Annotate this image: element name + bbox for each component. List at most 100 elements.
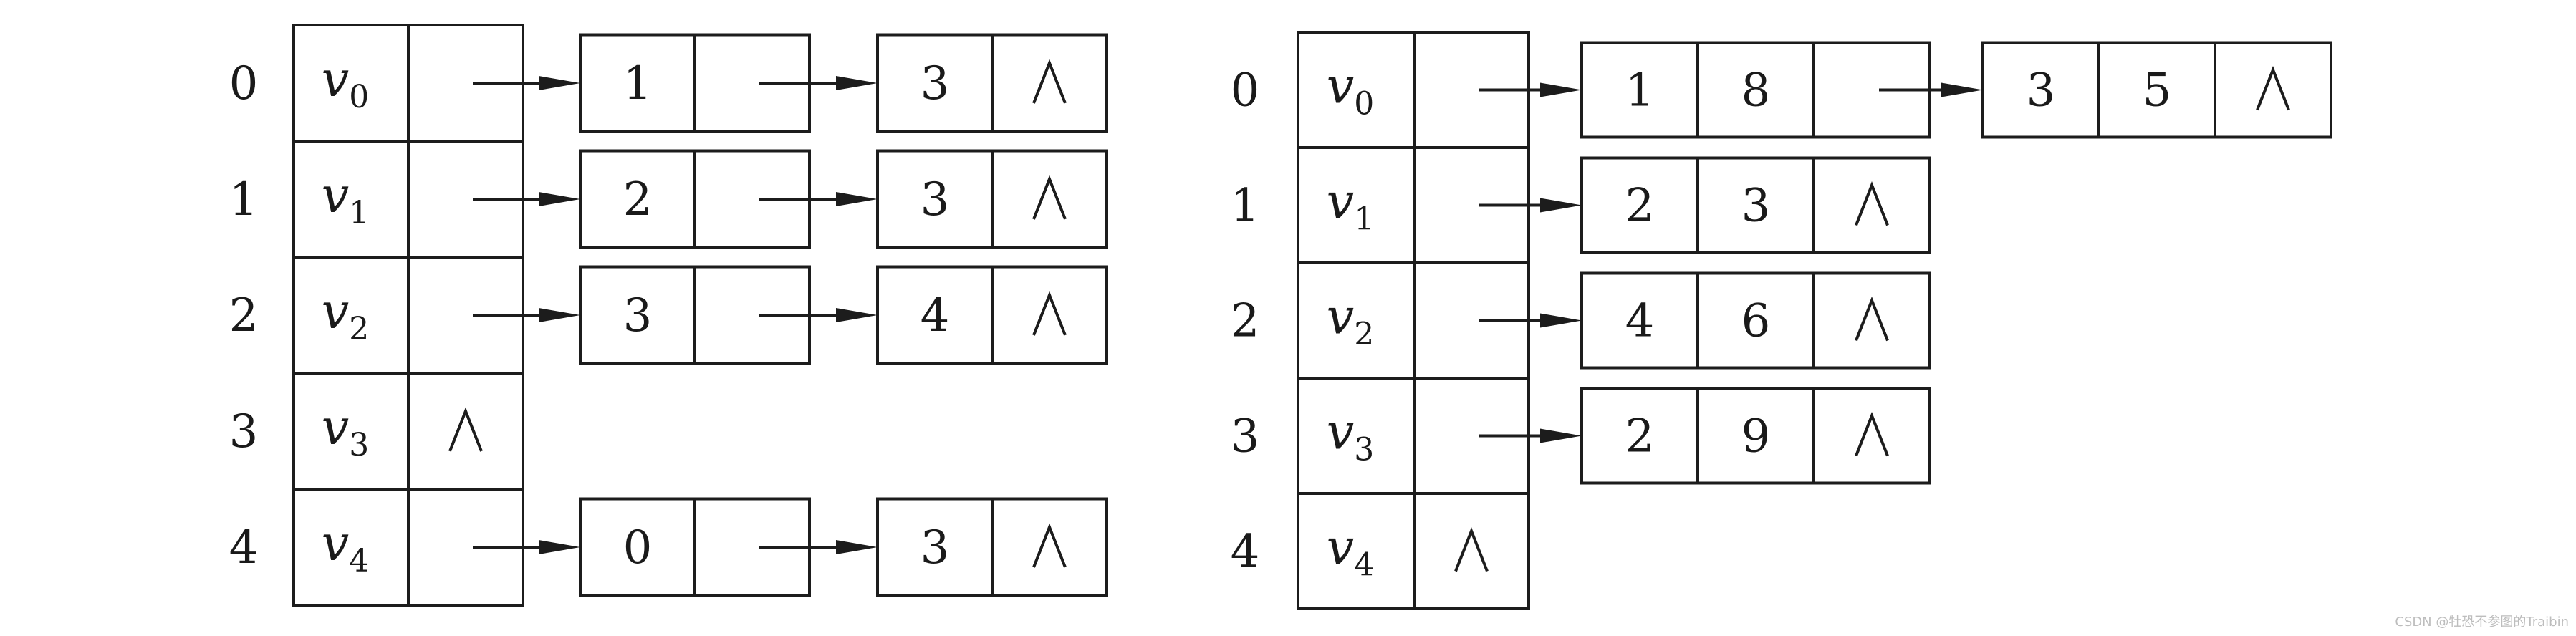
adjvex-value: 2 — [1625, 180, 1655, 233]
vertex-label: v3 — [322, 400, 369, 463]
null-pointer-icon — [1855, 181, 1889, 226]
vertex-label: v1 — [322, 168, 369, 231]
pointer-arrow — [1479, 82, 1582, 97]
vertex-label: v1 — [1327, 174, 1374, 238]
weight-cell — [1696, 387, 1815, 485]
null-pointer-icon — [2256, 66, 2290, 111]
next-pointer-cell — [991, 33, 1108, 133]
adjvex-value: 3 — [921, 173, 950, 226]
weight-value: 6 — [1741, 295, 1771, 348]
edge-node: 3 — [876, 497, 1108, 597]
vertex-label: v2 — [322, 284, 369, 347]
adjvex-cell — [876, 149, 994, 249]
weight-value: 3 — [1741, 180, 1771, 233]
first-edge-pointer-cell — [1413, 492, 1530, 610]
vertex-cell — [292, 24, 410, 143]
weight-value: 8 — [1741, 64, 1771, 117]
adjvex-cell — [876, 497, 994, 597]
next-pointer-cell — [1812, 387, 1931, 485]
adjvex-cell — [579, 149, 696, 249]
vertex-label: v3 — [1327, 405, 1374, 468]
next-pointer-cell — [991, 265, 1108, 365]
pointer-arrow — [473, 76, 580, 90]
null-pointer-icon — [1032, 59, 1067, 104]
adjvex-cell — [579, 265, 696, 365]
adjvex-cell — [1580, 271, 1699, 370]
vertex-index: 1 — [1231, 180, 1260, 233]
edge-node: 2 — [579, 149, 878, 249]
adjvex-cell — [1981, 41, 2100, 139]
edge-node: 3 — [876, 149, 1108, 249]
first-edge-pointer-cell — [407, 372, 524, 491]
next-pointer-cell — [1812, 156, 1931, 254]
pointer-arrow — [759, 192, 878, 206]
edge-node: 0 — [579, 497, 878, 597]
null-pointer-icon — [1855, 412, 1889, 457]
vertex-cell — [292, 140, 410, 259]
adjvex-value: 0 — [623, 521, 653, 574]
null-pointer-icon — [1855, 297, 1889, 342]
edge-node: 3 — [876, 33, 1108, 133]
vertex-label: v4 — [322, 516, 369, 579]
adjvex-value: 2 — [1625, 410, 1655, 463]
weight-cell — [1696, 156, 1815, 254]
edge-node: 1 — [579, 33, 878, 133]
weight-value: 9 — [1741, 410, 1771, 463]
adjvex-value: 3 — [921, 521, 950, 574]
pointer-arrow — [759, 540, 878, 554]
edge-node: 3 — [579, 265, 878, 365]
weight-value: 5 — [2143, 64, 2172, 117]
pointer-arrow — [473, 308, 580, 322]
vertex-label: v0 — [322, 52, 369, 115]
vertex-index: 3 — [1231, 410, 1260, 463]
adjvex-value: 1 — [1625, 64, 1655, 117]
null-pointer-icon — [1032, 523, 1067, 568]
pointer-arrow — [473, 540, 580, 554]
vertex-index: 4 — [229, 521, 259, 574]
adjvex-value: 3 — [2027, 64, 2056, 117]
null-pointer-icon — [1032, 291, 1067, 336]
vertex-label: v0 — [1327, 59, 1374, 122]
watermark-text: CSDN @牡恐不参图的Traibin — [2395, 615, 2569, 630]
vertex-cell — [1297, 377, 1416, 495]
vertex-index: 0 — [1231, 64, 1260, 117]
next-pointer-cell — [991, 497, 1108, 597]
adjvex-cell — [1580, 41, 1699, 139]
null-pointer-icon — [448, 407, 483, 452]
weight-cell — [1696, 41, 1815, 139]
pointer-arrow — [473, 192, 580, 206]
null-pointer-icon — [1454, 527, 1489, 572]
pointer-arrow — [1479, 198, 1582, 213]
adjvex-value: 1 — [623, 57, 653, 110]
vertex-cell — [292, 488, 410, 607]
adjvex-value: 2 — [623, 173, 653, 226]
next-pointer-cell — [1812, 271, 1931, 370]
pointer-arrow — [1479, 313, 1582, 328]
vertex-index: 4 — [1231, 526, 1260, 579]
vertex-label: v4 — [1327, 520, 1374, 584]
vertex-index: 3 — [229, 405, 259, 458]
pointer-arrow — [759, 308, 878, 322]
next-pointer-cell — [991, 149, 1108, 249]
next-pointer-cell — [2214, 41, 2332, 139]
adjvex-value: 3 — [921, 57, 950, 110]
edge-node: 4 — [876, 265, 1108, 365]
weight-cell — [2097, 41, 2216, 139]
adjvex-cell — [876, 33, 994, 133]
null-pointer-icon — [1032, 175, 1067, 220]
pointer-arrow — [759, 76, 878, 90]
vertex-label: v2 — [1327, 289, 1374, 353]
